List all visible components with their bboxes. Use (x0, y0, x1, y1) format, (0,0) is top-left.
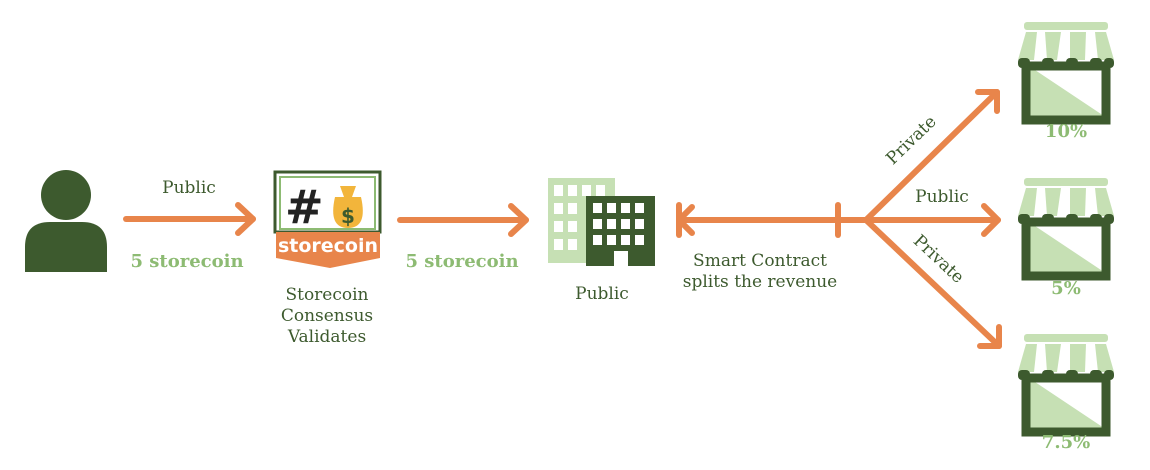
svg-text:$: $ (341, 204, 355, 228)
storecoin-logo: # $ storecoin (273, 170, 382, 268)
amount-label-2: 5 storecoin (405, 251, 519, 272)
shop-icon-1 (1018, 22, 1114, 120)
share-label-1: 10% (1044, 121, 1088, 142)
storecoin-logo-text: storecoin (278, 235, 378, 257)
shop-icon-3 (1018, 334, 1114, 432)
money-bag-icon: $ (333, 186, 363, 228)
branch-label-2: Public (915, 187, 969, 207)
public-entity-label: Public (575, 284, 629, 304)
branch-label-1: Private (882, 112, 940, 169)
amount-label-1: 5 storecoin (130, 251, 244, 272)
building-icon (548, 178, 655, 266)
arrow-user-to-consensus (123, 202, 256, 236)
consensus-caption: Storecoin Consensus Validates (280, 285, 374, 347)
share-label-3: 7.5% (1041, 432, 1091, 453)
branch-label-3: Private (909, 231, 968, 288)
shop-icon-2 (1018, 178, 1114, 276)
share-label-2: 5% (1051, 278, 1081, 299)
user-icon (25, 170, 107, 272)
branch-arrows (837, 89, 1002, 349)
smart-contract-label: Smart Contract splits the revenue (682, 251, 838, 292)
arrow-consensus-to-public (397, 203, 529, 237)
storecoin-hash: # (285, 180, 324, 234)
smart-contract-arrow (676, 202, 841, 238)
public-label-1: Public (162, 178, 216, 198)
